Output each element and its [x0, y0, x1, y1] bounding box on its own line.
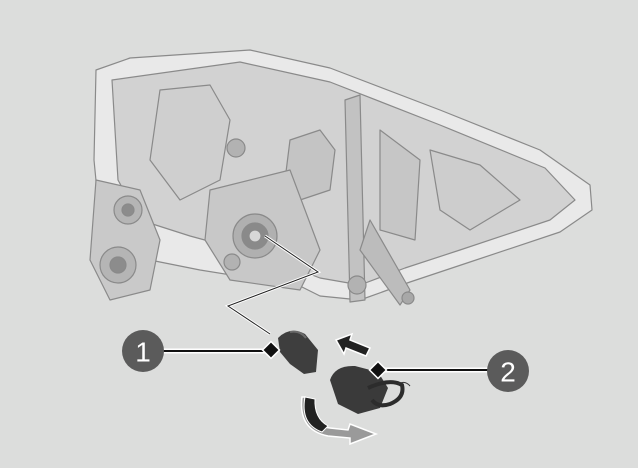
callout-circle — [487, 350, 529, 392]
rotate-direction-arrow — [300, 396, 379, 446]
callout-label-2: 2 — [500, 357, 516, 388]
tail-light-housing — [89, 49, 593, 306]
callout-2: 2 — [368, 350, 529, 392]
bulb — [278, 330, 318, 374]
callout-circle — [122, 330, 164, 372]
socket-pointer-line-inner — [226, 235, 320, 335]
callout-1: 1 — [122, 330, 281, 372]
callout-label-1: 1 — [135, 337, 151, 368]
insert-direction-arrow — [334, 332, 372, 357]
bulb-socket — [330, 365, 411, 414]
